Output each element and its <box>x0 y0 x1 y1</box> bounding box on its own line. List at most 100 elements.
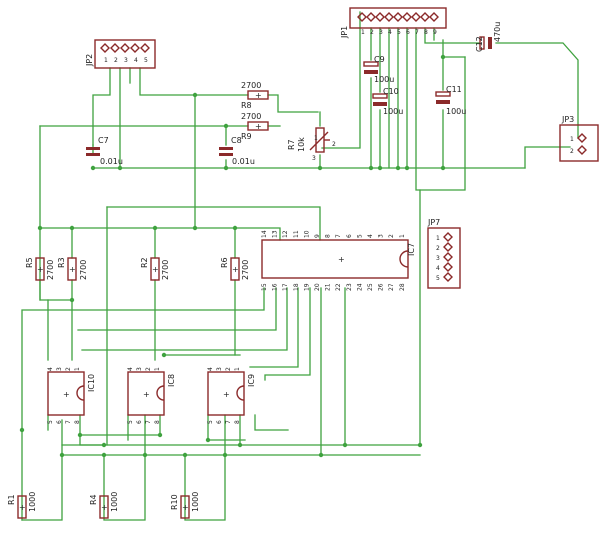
jp1-pin-6: 6 <box>406 29 410 36</box>
ic7-pin-10: 10 <box>303 230 310 238</box>
ic10-pin-4: 4 <box>47 367 54 371</box>
trimmer-r7: 1 2 3 R7 10k <box>287 127 336 162</box>
ic10-pin-2: 2 <box>65 367 72 371</box>
r4-polarity: + <box>101 503 108 512</box>
resistor-r5: + R5 <box>25 257 45 281</box>
ic-ic10: + IC10 <box>47 371 96 416</box>
r9-label: R9 <box>241 132 252 141</box>
ic9-pin-2: 2 <box>225 367 232 371</box>
ic10-pin-6: 6 <box>56 420 63 424</box>
jp1-pin-9: 9 <box>433 29 437 36</box>
ic7-pin-9: 9 <box>314 234 321 238</box>
r6-polarity: + <box>232 265 239 274</box>
capacitor-c7: C7 0.01u <box>86 136 123 166</box>
jp1-label: JP1 <box>340 26 349 39</box>
ic-ic7: + IC7 <box>261 239 416 279</box>
r7-pin-3: 3 <box>312 155 316 162</box>
c7-label: C7 <box>98 136 109 145</box>
jp1-pin-8: 8 <box>424 29 428 36</box>
ic9-pin-8: 8 <box>234 420 241 424</box>
jp2-pins <box>100 43 150 53</box>
capacitor-c12: C12 470u <box>475 22 502 52</box>
jp1-pin-5: 5 <box>397 29 401 36</box>
r7-pin-1: 1 <box>314 135 318 142</box>
c10-label: C10 <box>383 87 399 96</box>
ic7-pin-21: 21 <box>325 283 332 291</box>
r7-pin-2: 2 <box>332 141 336 148</box>
ic8-label: IC8 <box>167 374 176 387</box>
ic7-pin-27: 27 <box>388 283 395 291</box>
r10-value: 1000 <box>191 492 200 512</box>
resistor-r10: + R10 1000 <box>170 492 200 519</box>
ic8-pin-5: 5 <box>127 420 134 424</box>
connector-jp2: 1 2 3 4 5 JP2 <box>85 39 156 69</box>
ic7-pin-8: 8 <box>325 234 332 238</box>
ic7-center-mark: + <box>338 255 345 264</box>
c11-label: C11 <box>446 85 462 94</box>
ic9-center-mark: + <box>223 390 230 399</box>
ic7-pin-18: 18 <box>293 283 300 291</box>
resistor-r3: + R3 2700 <box>57 257 88 281</box>
ic7-pin-11: 11 <box>293 230 300 238</box>
c12-value: 470u <box>493 22 502 42</box>
c11-value: 100u <box>446 107 466 116</box>
ic7-pin-1: 1 <box>399 234 406 238</box>
ic8-pin-2: 2 <box>145 367 152 371</box>
ic9-pin-5: 5 <box>207 420 214 424</box>
ic7-pin-4: 4 <box>367 234 374 238</box>
ic8-pin-8: 8 <box>154 420 161 424</box>
r10-label: R10 <box>170 494 179 510</box>
c12-label: C12 <box>475 36 484 52</box>
junctions <box>19 54 446 458</box>
r8-label: R8 <box>241 101 252 110</box>
r2-polarity: + <box>152 265 159 274</box>
ic7-pin-15: 15 <box>261 283 268 291</box>
jp2-pin-1: 1 <box>104 57 108 64</box>
jp3-label: JP3 <box>561 115 574 124</box>
jp2-pin-2: 2 <box>114 57 118 64</box>
jp1-pin-1: 1 <box>361 29 365 36</box>
r6-label: R6 <box>220 257 229 268</box>
jp7-label: JP7 <box>427 218 440 227</box>
capacitor-c8: C8 0.01u <box>219 136 255 166</box>
jp7-pin-5: 5 <box>436 275 440 282</box>
ic10-pin-7: 7 <box>65 420 72 424</box>
r8-value: 2700 <box>241 81 261 90</box>
ic10-pin-1: 1 <box>74 367 81 371</box>
ic10-pin-3: 3 <box>56 367 63 371</box>
ic9-pin-7: 7 <box>225 420 232 424</box>
ic7-pin-5: 5 <box>356 234 363 238</box>
ic7-pin-2: 2 <box>388 234 395 238</box>
c8-label: C8 <box>231 136 242 145</box>
r5-value: 2700 <box>46 260 55 280</box>
r9-polarity: + <box>255 122 262 131</box>
jp1-pin-7: 7 <box>415 29 419 36</box>
capacitor-c11: C11 100u <box>435 85 466 116</box>
r7-value: 10k <box>297 137 306 152</box>
ic9-label: IC9 <box>247 374 256 387</box>
r10-polarity: + <box>182 503 189 512</box>
jp2-pin-4: 4 <box>134 57 138 64</box>
r3-label: R3 <box>57 257 66 268</box>
c8-value: 0.01u <box>232 157 255 166</box>
resistor-r8: + 2700 R8 <box>241 81 269 110</box>
resistor-r6: + R6 2700 <box>220 257 250 281</box>
c10-value: 100u <box>383 107 403 116</box>
capacitor-c9: C9 100u <box>363 55 394 84</box>
ic10-pin-8: 8 <box>74 420 81 424</box>
ic7-pin-7: 7 <box>335 234 342 238</box>
jp7-pin-2: 2 <box>436 245 440 252</box>
ic8-pin-6: 6 <box>136 420 143 424</box>
r1-label: R1 <box>7 494 16 505</box>
c7-value: 0.01u <box>100 157 123 166</box>
ic10-label: IC10 <box>87 374 96 392</box>
ic7-pin-24: 24 <box>356 283 363 291</box>
ic10-center-mark: + <box>63 390 70 399</box>
r3-value: 2700 <box>79 260 88 280</box>
jp7-pin-1: 1 <box>436 235 440 242</box>
connector-jp7: 1 2 3 4 5 JP7 <box>427 218 461 289</box>
r4-value: 1000 <box>110 492 119 512</box>
ic7-pin-25: 25 <box>367 283 374 291</box>
ic-ic8: + IC8 <box>127 371 176 416</box>
